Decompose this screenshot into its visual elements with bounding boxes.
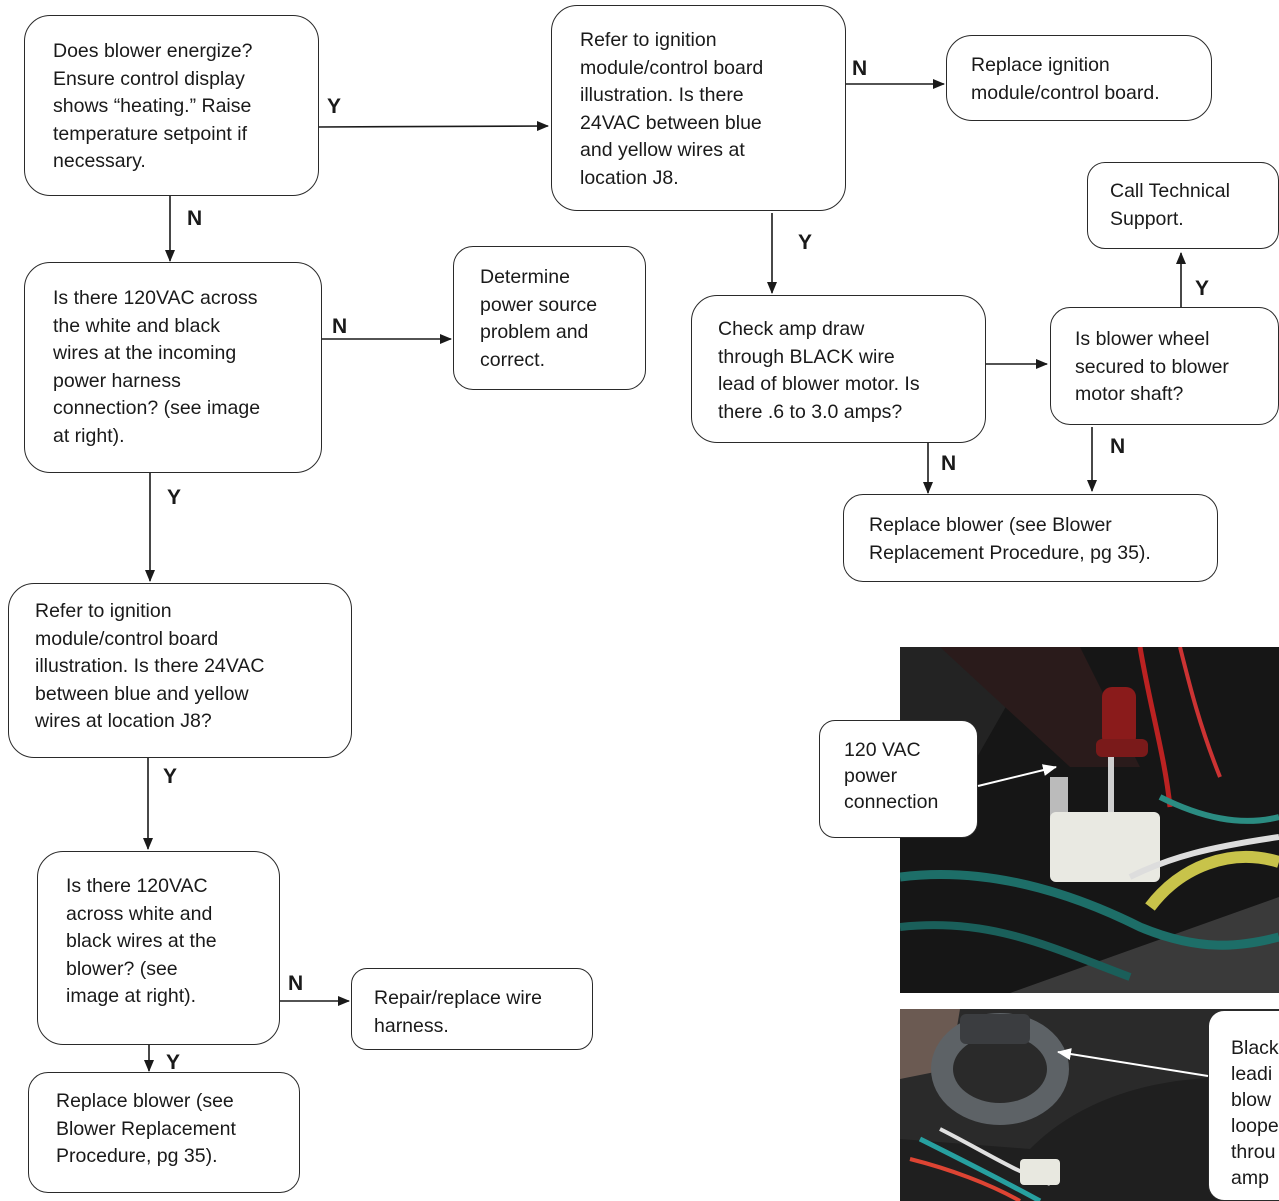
- box-refer-ignition-top: Refer to ignition module/control board i…: [551, 5, 846, 211]
- box-blower-energize: Does blower energize? Ensure control dis…: [24, 15, 319, 196]
- box-repair-harness: Repair/replace wire harness.: [351, 968, 593, 1050]
- label-no: N: [288, 972, 304, 995]
- label-yes: Y: [167, 486, 182, 509]
- callout-black-lead: Black leadi blow loope throu amp: [1208, 1010, 1279, 1201]
- box-replace-blower-right: Replace blower (see Blower Replacement P…: [843, 494, 1218, 582]
- label-no: N: [941, 452, 957, 475]
- label-yes: Y: [163, 765, 178, 788]
- label-no: N: [1110, 435, 1126, 458]
- box-refer-ignition-left: Refer to ignition module/control board i…: [8, 583, 352, 758]
- box-call-support: Call Technical Support.: [1087, 162, 1279, 249]
- pointer-power-connection: [977, 764, 1057, 787]
- pointer-black-lead: [1057, 1048, 1209, 1077]
- box-check-120-blower: Is there 120VAC across white and black w…: [37, 851, 280, 1045]
- label-yes: Y: [1195, 277, 1210, 300]
- box-check-amp: Check amp draw through BLACK wire lead o…: [691, 295, 986, 443]
- label-no: N: [187, 207, 203, 230]
- arrow-blower-to-refer: [317, 121, 549, 132]
- callout-power-connection: 120 VAC power connection: [819, 720, 978, 838]
- box-check-120-incoming: Is there 120VAC across the white and bla…: [24, 262, 322, 473]
- box-replace-blower-left: Replace blower (see Blower Replacement P…: [28, 1072, 300, 1193]
- label-no: N: [332, 315, 348, 338]
- box-replace-ignition: Replace ignition module/control board.: [946, 35, 1212, 121]
- box-wheel-secured: Is blower wheel secured to blower motor …: [1050, 307, 1279, 425]
- box-determine-power: Determine power source problem and corre…: [453, 246, 646, 390]
- label-no: N: [852, 57, 868, 80]
- label-yes: Y: [166, 1051, 181, 1074]
- label-yes: Y: [798, 231, 813, 254]
- label-yes: Y: [327, 95, 342, 118]
